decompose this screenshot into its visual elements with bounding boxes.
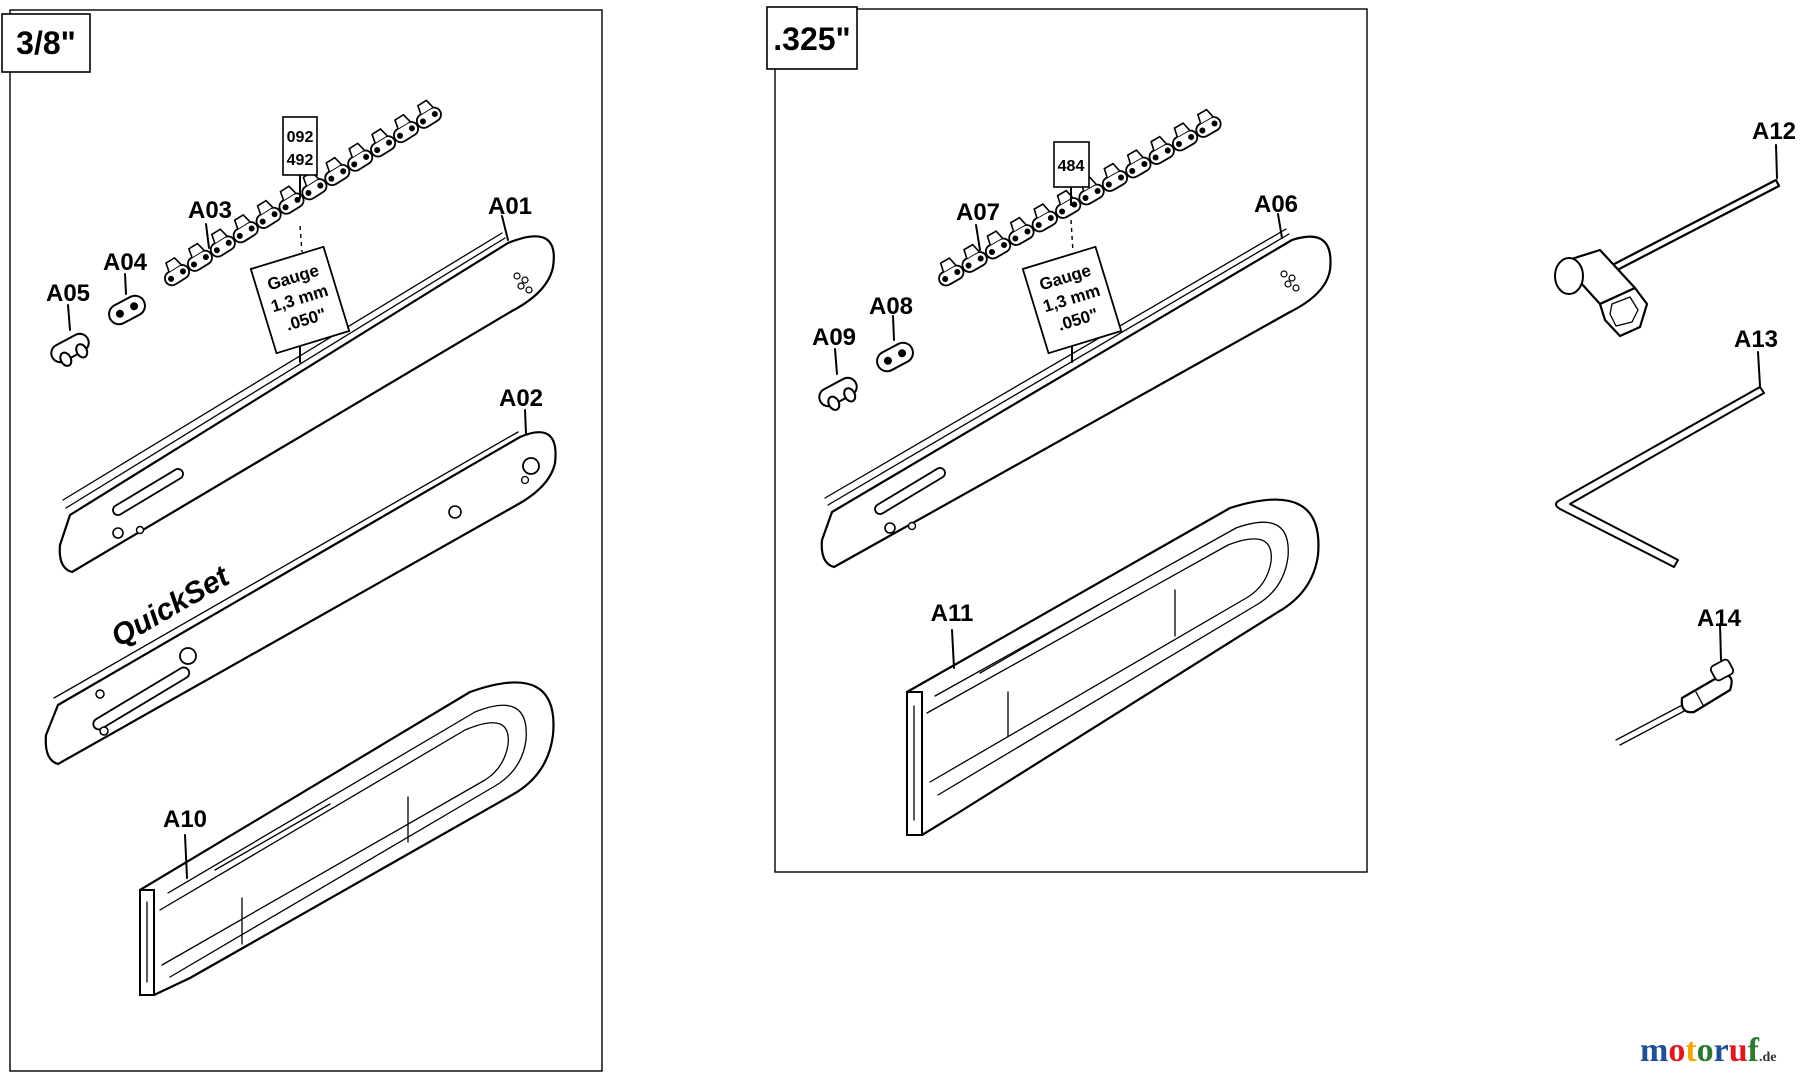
label-a09: A09 [812,324,856,351]
panel-title-left: 3/8" [16,25,76,61]
tool-a12-spark-plug-wrench [1554,178,1781,338]
watermark-letter: o [1668,1032,1685,1069]
chain-guard-a11 [905,498,1320,837]
gauge-tag-middle: Gauge 1,3 mm .050" [1021,245,1123,355]
leader-a01 [501,215,509,241]
leader-a11 [951,629,955,669]
label-a06: A06 [1254,191,1298,218]
watermark-letter: r [1714,1032,1729,1069]
chain-guard-a10 [138,681,555,997]
leader-a14 [1719,623,1722,661]
watermark-letter: o [1697,1032,1714,1069]
panel-title-middle: .325" [773,21,850,57]
tool-a13-hex-key [1555,386,1765,568]
label-a10: A10 [163,806,207,833]
watermark-letter: t [1685,1032,1697,1069]
guide-bar-a02 [44,431,557,766]
watermark-suffix: .de [1759,1050,1777,1065]
chain-tag-left-line2: 492 [287,152,314,169]
chain-tag-left: 092 492 [282,116,318,176]
dash-gauge-middle [1070,219,1074,253]
watermark-letter: u [1729,1032,1748,1069]
leader-a05 [67,304,71,331]
gauge-tag-left: Gauge 1,3 mm .050" [249,245,351,355]
label-a13: A13 [1734,326,1778,353]
leader-a06 [1277,213,1283,239]
guide-bar-a06 [820,228,1332,569]
label-a01: A01 [488,193,532,220]
panel-title-box-middle [766,6,858,70]
chain-tag-left-line1: 092 [287,129,314,146]
panel-title-box-left [1,13,91,73]
label-a03: A03 [188,197,232,224]
leader-a09 [834,348,838,375]
panel-325: .325" A06 Gauge 1,3 mm .050" [766,6,1368,873]
label-a07: A07 [956,199,1000,226]
leader-a08 [892,315,895,341]
guide-bar-a01 [58,232,555,574]
leader-a07 [975,224,981,251]
chain-tag-middle-text: 484 [1058,158,1085,175]
leader-a04 [124,273,127,295]
label-a14: A14 [1697,605,1742,632]
leader-a02 [524,409,527,435]
label-a11: A11 [931,600,974,627]
watermark-letter: m [1640,1032,1668,1069]
label-a02: A02 [499,385,543,412]
leader-a03 [205,223,210,249]
panel-3-8: 3/8" A01 Gauge 1,3 mm .050" [1,9,603,1072]
label-a12: A12 [1752,118,1796,145]
chain-tag-middle: 484 [1053,141,1090,188]
label-a08: A08 [869,293,913,320]
label-a04: A04 [103,249,148,276]
watermark-text: motoruf.de [1640,1032,1777,1069]
watermark-logo: motoruf.de [1640,1032,1777,1069]
watermark-letter: f [1748,1032,1760,1069]
leader-a12 [1775,144,1778,179]
label-a05: A05 [46,280,90,307]
leader-a13 [1757,351,1761,387]
leader-a10 [184,834,188,879]
tool-a14-screwdriver [1615,658,1735,746]
